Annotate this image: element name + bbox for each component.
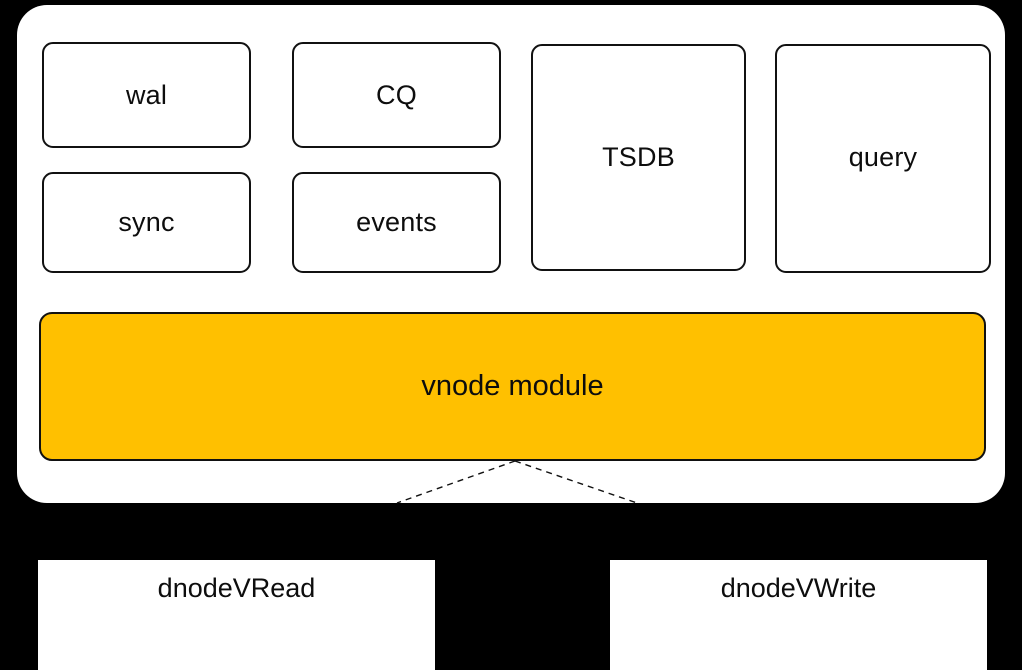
module-label: query — [848, 142, 918, 172]
module-box-events[interactable]: events — [292, 172, 501, 273]
dnode-label: dnodeVWrite — [720, 572, 877, 603]
module-box-tsdb[interactable]: TSDB — [531, 44, 746, 271]
module-box-wal[interactable]: wal — [42, 42, 251, 148]
vnode-module-label: vnode module — [421, 370, 604, 402]
module-label: sync — [118, 207, 175, 237]
module-label: TSDB — [602, 142, 675, 172]
vnode-module-bar[interactable]: vnode module — [39, 312, 986, 461]
module-box-query[interactable]: query — [775, 44, 991, 273]
module-box-cq[interactable]: CQ — [292, 42, 501, 148]
module-label: CQ — [376, 79, 417, 110]
dnode-label: dnodeVRead — [157, 572, 316, 603]
module-box-sync[interactable]: sync — [42, 172, 251, 273]
dnode-box-vread[interactable]: dnodeVRead — [38, 560, 435, 670]
dnode-box-vwrite[interactable]: dnodeVWrite — [610, 560, 987, 670]
module-label: wal — [125, 79, 168, 110]
module-label: events — [356, 207, 437, 237]
